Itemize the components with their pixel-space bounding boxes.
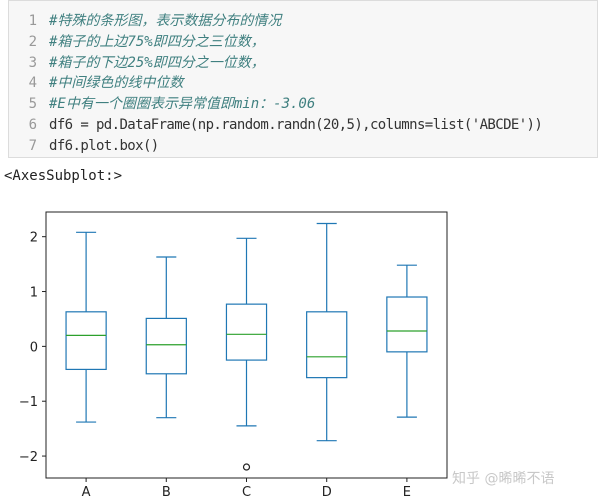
code-line[interactable]: df6.plot.box(): [49, 137, 159, 154]
line-number: 1: [28, 13, 37, 29]
y-tick-label: 0: [30, 340, 38, 355]
code-line-comment[interactable]: #特殊的条形图，表示数据分布的情况: [49, 13, 282, 29]
x-tick-label: E: [403, 485, 411, 500]
x-tick-label: D: [322, 485, 332, 500]
box-plot: 2 1 0 −1 −2 A B C D E: [19, 211, 448, 500]
line-number: 4: [28, 75, 37, 92]
y-tick-label: −1: [19, 395, 38, 410]
box-group: [65, 222, 428, 471]
code-editor[interactable]: #特殊的条形图，表示数据分布的情况 #箱子的上边75%即四分之三位数， #箱子的…: [49, 11, 595, 157]
box-body: [306, 311, 348, 379]
line-number: 6: [28, 116, 37, 133]
box-body: [386, 296, 428, 353]
y-tick-label: −2: [19, 450, 38, 465]
code-line-comment[interactable]: #E中有一个圈圈表示异常值即min：-3.06: [49, 96, 316, 113]
outlier-point: [242, 463, 251, 471]
output-label: <AxesSubplot:>: [4, 168, 123, 184]
box-b: [145, 256, 187, 419]
code-cell[interactable]: 1 2 3 4 5 6 7 #特殊的条形图，表示数据分布的情况 #箱子的上边75…: [8, 0, 598, 158]
line-number: 5: [28, 96, 37, 113]
line-number-gutter: 1 2 3 4 5 6 7: [9, 11, 43, 157]
code-line-comment[interactable]: #箱子的下边25%即四分之一位数，: [49, 54, 265, 71]
box-d: [306, 222, 348, 442]
watermark: 知乎 @晞晞不语: [452, 471, 555, 487]
x-axis: A B C D E: [82, 478, 411, 500]
x-tick-label: C: [242, 485, 251, 500]
y-tick-label: 1: [30, 286, 38, 301]
y-axis: 2 1 0 −1 −2: [19, 231, 46, 465]
x-tick-label: A: [82, 485, 91, 500]
line-number: 7: [28, 137, 37, 154]
box-body: [225, 303, 268, 361]
line-number: 2: [28, 33, 37, 50]
code-line-comment[interactable]: #箱子的上边75%即四分之三位数，: [49, 33, 265, 50]
box-body: [145, 317, 187, 375]
line-number: 3: [28, 54, 37, 71]
box-body: [65, 311, 107, 371]
x-tick-label: B: [162, 485, 171, 500]
code-line-comment[interactable]: #中间绿色的线中位数: [49, 75, 184, 92]
box-e: [386, 264, 428, 418]
box-c: [225, 237, 268, 471]
y-tick-label: 2: [30, 231, 38, 246]
box-a: [65, 231, 107, 423]
code-line[interactable]: df6 = pd.DataFrame(np.random.randn(20,5)…: [49, 116, 543, 133]
